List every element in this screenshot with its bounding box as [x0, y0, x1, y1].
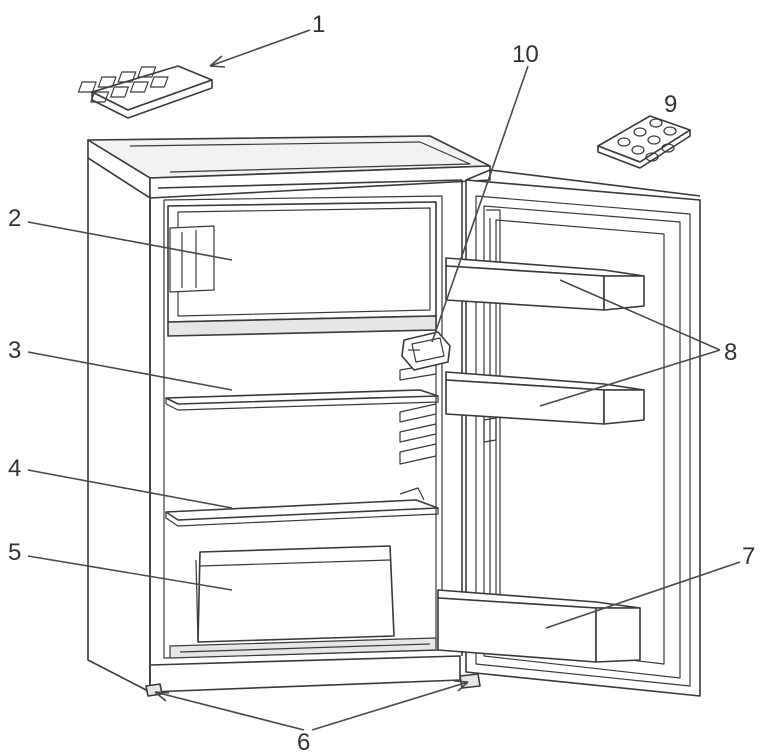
- egg-tray: [597, 115, 691, 169]
- callout-8: 8: [724, 339, 737, 366]
- bottle-shelf: [437, 589, 641, 663]
- crisper-drawer: [169, 545, 437, 659]
- freezer-compartment: [167, 201, 437, 337]
- callout-5: 5: [8, 539, 21, 566]
- callout-10: 10: [512, 41, 539, 68]
- crisper-cover: [165, 487, 439, 527]
- callout-1: 1: [312, 11, 325, 38]
- fridge-door: [465, 169, 701, 697]
- leader-lines: [27, 29, 741, 731]
- callout-4: 4: [8, 455, 21, 482]
- glass-shelf: [165, 389, 439, 411]
- door-shelves: [445, 257, 645, 425]
- callout-2: 2: [8, 205, 21, 232]
- callout-3: 3: [8, 337, 21, 364]
- callout-9: 9: [664, 91, 677, 118]
- callout-7: 7: [742, 543, 755, 570]
- inner-wall-rails: [399, 363, 437, 465]
- callout-labels: 1 2 3 4 5 6 7 8 9 10: [8, 11, 755, 753]
- ice-tray: [77, 65, 213, 119]
- callout-6: 6: [297, 729, 310, 753]
- thermostat-lamp-housing: [401, 331, 451, 371]
